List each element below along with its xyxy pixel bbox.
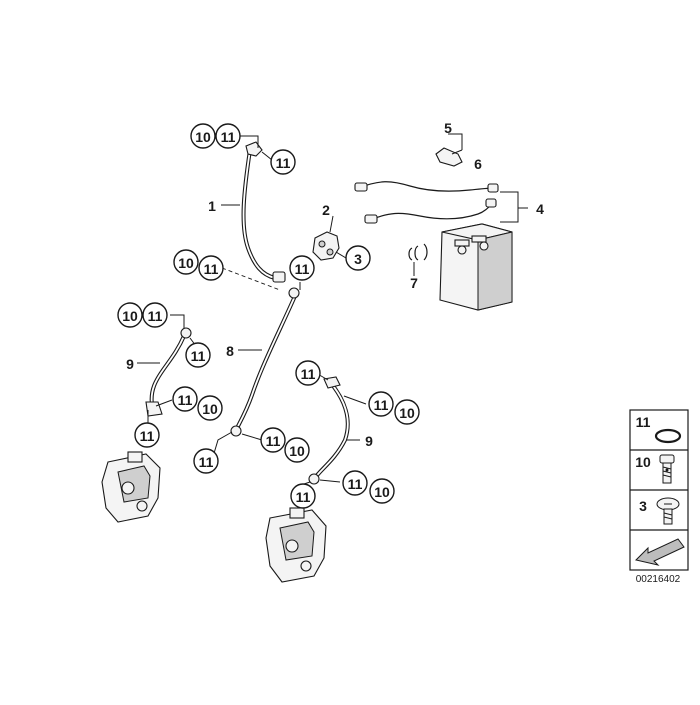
- callout-11-bottom-mid: 11: [193, 448, 219, 474]
- brake-caliper-left: [101, 451, 161, 523]
- callout-11-left-caliper: 11: [134, 422, 160, 448]
- svg-text:11: 11: [301, 366, 316, 382]
- callout-10-11-left: 10 11: [117, 302, 168, 328]
- abs-unit: [439, 223, 513, 311]
- svg-text:11: 11: [348, 476, 363, 492]
- parts-legend: 11 10 3: [629, 409, 689, 571]
- svg-text:10: 10: [635, 454, 651, 470]
- banjo-bolt-icon: [659, 454, 675, 484]
- callout-2: 2: [322, 202, 330, 218]
- callout-6: 6: [474, 156, 482, 172]
- svg-text:6: 6: [474, 156, 482, 172]
- callout-11-top-right: 11: [270, 149, 296, 175]
- svg-text:2: 2: [322, 202, 330, 218]
- svg-text:10: 10: [202, 401, 218, 417]
- callout-11-right-top: 11: [295, 360, 321, 386]
- svg-text:11: 11: [266, 433, 281, 449]
- svg-text:10: 10: [289, 443, 305, 459]
- clip-part-7: [408, 243, 428, 261]
- svg-text:10: 10: [178, 255, 194, 271]
- svg-text:3: 3: [639, 498, 647, 514]
- callout-10-11-mid: 10 11: [173, 249, 224, 281]
- callout-11-mid: 11: [289, 255, 315, 281]
- callout-4: 4: [536, 201, 544, 217]
- clip-part-6: [435, 147, 463, 167]
- arrow-icon: [635, 538, 685, 566]
- svg-text:11: 11: [295, 261, 310, 277]
- brake-hose-9-right: [308, 376, 350, 485]
- callout-7: 7: [410, 275, 418, 291]
- svg-text:11: 11: [276, 155, 291, 171]
- callout-11-10-bottom-mid: 11 10: [260, 427, 310, 463]
- diagram-id: 00216402: [636, 574, 681, 585]
- screw-icon: [656, 497, 680, 525]
- distributor-part-2: [312, 231, 340, 261]
- svg-text:9: 9: [365, 433, 373, 449]
- svg-text:8: 8: [226, 343, 234, 359]
- callout-10-11-top: 10 11: [190, 123, 241, 149]
- callout-5: 5: [444, 120, 452, 136]
- svg-text:11: 11: [199, 454, 214, 470]
- callout-11-10-left: 11 10: [172, 386, 223, 421]
- brake-lines-4: [354, 181, 499, 224]
- brake-hose-8: [230, 287, 300, 437]
- svg-text:3: 3: [354, 251, 362, 267]
- svg-text:5: 5: [444, 120, 452, 136]
- svg-text:11: 11: [191, 348, 206, 364]
- svg-text:11: 11: [296, 489, 311, 505]
- svg-text:11: 11: [140, 428, 155, 444]
- svg-text:11: 11: [204, 261, 219, 277]
- callout-9-left: 9: [126, 356, 134, 372]
- callout-3: 3: [345, 245, 371, 271]
- seal-ring-icon: [654, 428, 682, 444]
- svg-text:11: 11: [178, 392, 193, 408]
- svg-text:11: 11: [221, 129, 236, 145]
- svg-text:1: 1: [208, 198, 216, 214]
- brake-hose-1: [241, 141, 286, 283]
- svg-text:10: 10: [122, 308, 138, 324]
- svg-text:7: 7: [410, 275, 418, 291]
- callout-11-right-caliper: 11: [290, 483, 316, 509]
- svg-text:11: 11: [374, 397, 389, 413]
- leader-lines: [137, 133, 528, 485]
- callout-11-10-right-caliper: 11 10: [342, 470, 395, 504]
- svg-text:10: 10: [195, 129, 211, 145]
- svg-text:11: 11: [636, 414, 651, 430]
- callout-11-10-right: 11 10: [368, 391, 420, 425]
- callout-8: 8: [226, 343, 234, 359]
- svg-text:4: 4: [536, 201, 544, 217]
- callout-9-right: 9: [365, 433, 373, 449]
- legend-item-3: 3: [639, 497, 680, 525]
- svg-text:9: 9: [126, 356, 134, 372]
- svg-text:10: 10: [374, 484, 390, 500]
- svg-text:10: 10: [399, 405, 415, 421]
- callout-11-left: 11: [185, 342, 211, 368]
- legend-item-10: 10: [635, 454, 675, 484]
- legend-item-11: 11: [636, 414, 682, 444]
- brake-caliper-right: [265, 507, 327, 583]
- callout-1: 1: [208, 198, 216, 214]
- svg-text:11: 11: [148, 308, 163, 324]
